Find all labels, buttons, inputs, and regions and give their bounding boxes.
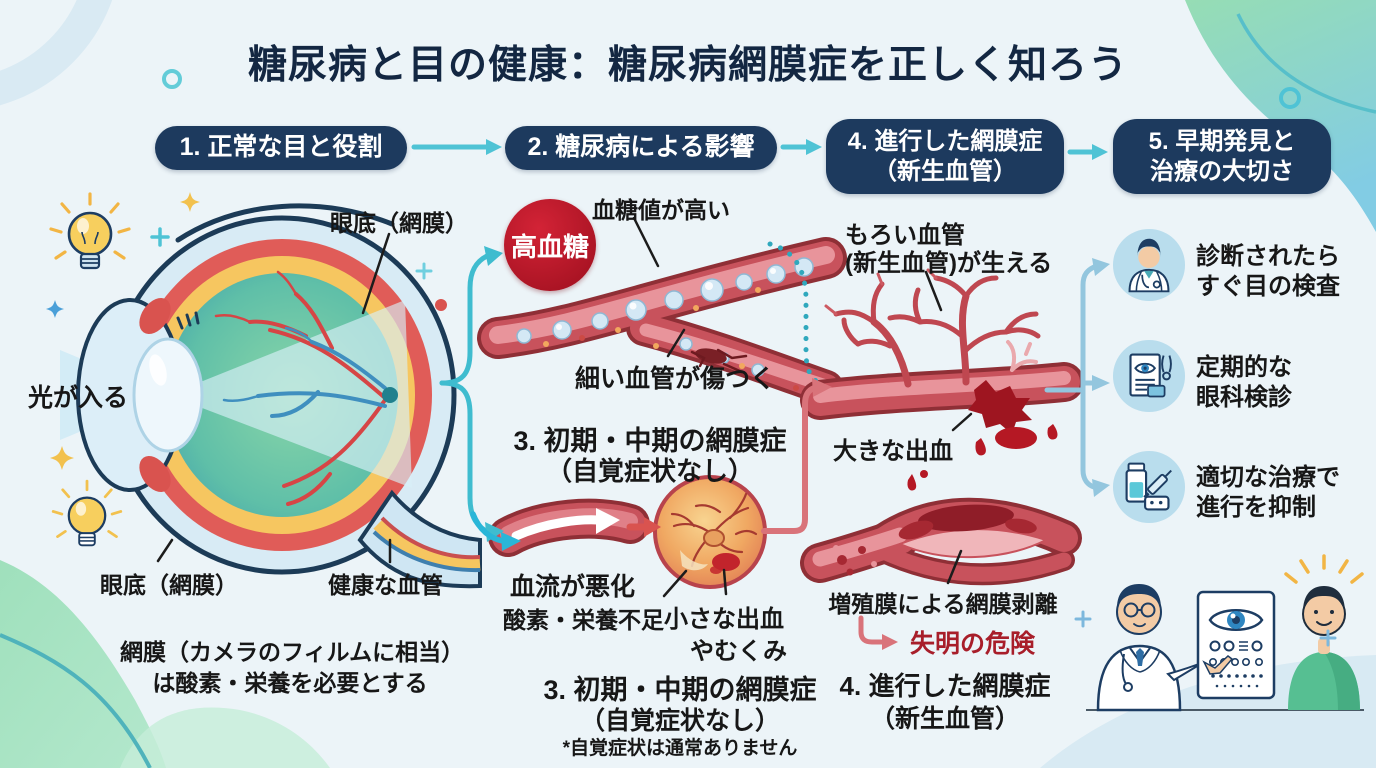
label-small-bleed-line2: やむくみ bbox=[690, 638, 787, 665]
label-vessel-damage: 細い血管が傷つく bbox=[574, 365, 775, 393]
step-pill-1: 1. 正常な目と役割 bbox=[155, 126, 407, 170]
label-light-enters: 光が入る bbox=[28, 384, 129, 412]
small-hemorrhage bbox=[712, 553, 740, 571]
highlight-rays bbox=[1284, 554, 1364, 584]
retinal-vessels bbox=[214, 270, 387, 506]
doctor-coat bbox=[1096, 644, 1182, 712]
detection-item-2-line1: 定期的な bbox=[1196, 354, 1292, 381]
step-pill-2: 2. 糖尿病による影響 bbox=[505, 126, 777, 170]
eye-chart bbox=[1196, 590, 1276, 700]
lightbulb-icon bbox=[49, 192, 131, 270]
top-right-blob bbox=[1185, 0, 1376, 232]
detection-item-2-line2: 眼科検診 bbox=[1196, 384, 1292, 411]
lens bbox=[132, 337, 204, 453]
detection-item-1-line1: 診断されたら bbox=[1196, 243, 1340, 270]
new-vessel-branches bbox=[824, 268, 1041, 388]
bottom-left-blob bbox=[0, 560, 166, 768]
retinal-detachment-illustration bbox=[800, 470, 1082, 586]
stage4-heading-line2: （新生血管） bbox=[869, 705, 1020, 733]
lightbulb-icon bbox=[51, 479, 123, 547]
step-pill-4-line2: （新生血管） bbox=[873, 157, 1017, 185]
label-big-bleed: 大きな出血 bbox=[833, 438, 953, 465]
retina-note-line2: は酸素・栄養を必要とする bbox=[152, 670, 428, 696]
label-blindness-risk: 失明の危険 bbox=[910, 630, 1036, 658]
doctor-hair bbox=[1117, 584, 1161, 608]
page-title: 糖尿病と目の健康：糖尿病網膜症を正しく知ろう bbox=[247, 44, 1128, 87]
detection-item-3-line2: 進行を抑制 bbox=[1196, 494, 1316, 521]
fragile-new-vessels-illustration bbox=[800, 268, 1084, 456]
step-pill-2-label: 2. 糖尿病による影響 bbox=[527, 133, 755, 162]
blood-flow-arrow bbox=[511, 515, 603, 541]
step-pill-5-line1: 5. 早期発見と bbox=[1148, 127, 1296, 155]
macula bbox=[703, 529, 725, 547]
narrowed-vessel-illustration bbox=[488, 498, 650, 557]
retina-note-line1: 網膜（カメラのフィルムに相当） bbox=[120, 639, 465, 665]
label-fragile-vessels-line1: もろい血管 bbox=[845, 222, 965, 249]
fundus-illustration bbox=[653, 475, 767, 589]
label-small-bleed-line1: 小さな出血 bbox=[664, 606, 784, 633]
label-blood-flow: 血流が悪化 bbox=[510, 573, 636, 601]
pointing-hand bbox=[1202, 655, 1234, 675]
optic-disc bbox=[382, 387, 398, 403]
medicine-icon bbox=[1112, 450, 1186, 524]
detection-item-3-line1: 適切な治療で bbox=[1196, 464, 1340, 491]
stage4-heading-line1: 4. 進行した網膜症 bbox=[839, 671, 1051, 701]
stage3-heading-line1: 3. 初期・中期の網膜症 bbox=[513, 426, 787, 456]
high-blood-sugar-badge-label: 高血糖 bbox=[510, 231, 589, 262]
step-pill-1-label: 1. 正常な目と役割 bbox=[179, 133, 383, 162]
label-high-glucose: 血糖値が高い bbox=[592, 197, 730, 223]
doctor-icon bbox=[1112, 228, 1186, 302]
label-fragile-vessels-line2: (新生血管)が生える bbox=[845, 250, 1053, 277]
label-oxygen-shortage: 酸素・栄養不足 bbox=[503, 607, 664, 633]
proliferative-membrane bbox=[897, 528, 1049, 559]
step-pill-4-line1: 4. 進行した網膜症 bbox=[847, 127, 1043, 155]
label-fundus-top: 眼底（網膜） bbox=[330, 210, 468, 236]
patient-hair bbox=[1303, 586, 1345, 612]
label-detachment: 増殖膜による網膜剥離 bbox=[828, 591, 1058, 617]
stage3-footer-line1: 3. 初期・中期の網膜症 bbox=[543, 675, 817, 705]
label-fundus-bottom: 眼底（網膜） bbox=[100, 572, 238, 598]
large-hemorrhage bbox=[968, 380, 1032, 434]
stage3-footer-line2: （自覚症状なし） bbox=[579, 707, 780, 735]
doctor-patient-eye-exam-illustration bbox=[1086, 554, 1364, 712]
step-pill-5: 5. 早期発見と 治療の大切さ bbox=[1113, 119, 1331, 194]
detection-item-1-line2: すぐ目の検査 bbox=[1196, 273, 1340, 300]
stage3-footnote: *自覚症状は通常ありません bbox=[562, 738, 798, 759]
high-blood-sugar-badge: 高血糖 bbox=[504, 199, 596, 291]
stage3-heading-line2: （自覚症状なし） bbox=[545, 456, 754, 486]
label-healthy-vessels: 健康な血管 bbox=[328, 572, 443, 598]
step-pill-5-line2: 治療の大切さ bbox=[1150, 157, 1294, 185]
step-pill-4: 4. 進行した網膜症 （新生血管） bbox=[826, 119, 1064, 194]
eye-exam-document-icon bbox=[1112, 339, 1186, 413]
